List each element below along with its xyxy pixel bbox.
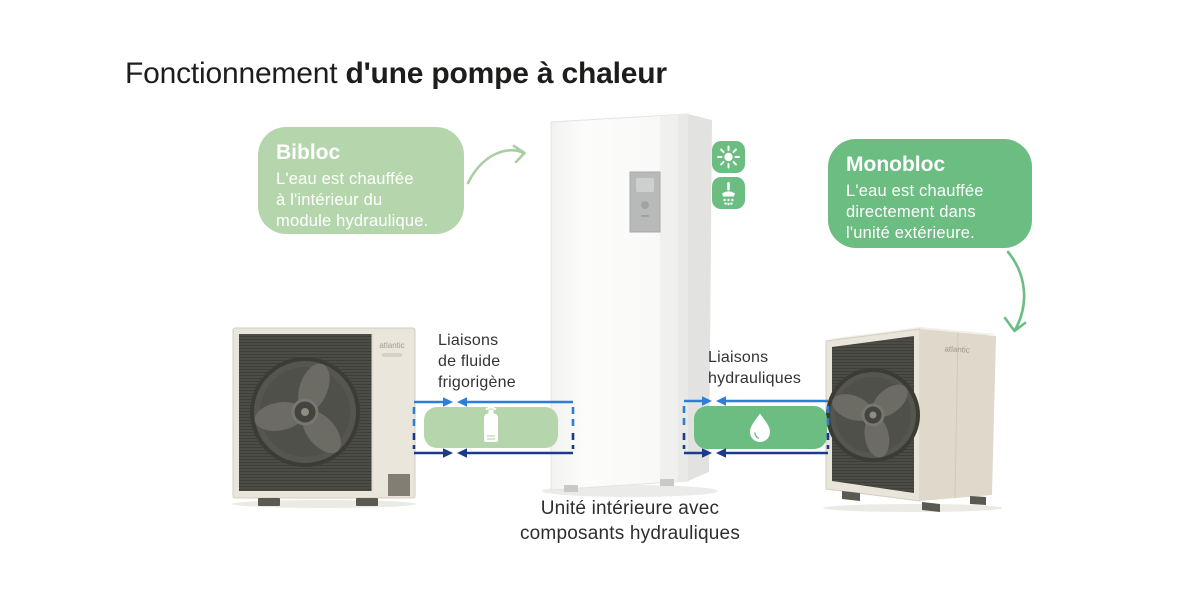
monobloc-title: Monobloc xyxy=(846,153,946,176)
hydraulic-block xyxy=(388,474,410,496)
title-regular: Fonctionnement xyxy=(125,57,346,90)
refrigerant-label: Liaisons de fluide frigorigène xyxy=(438,330,516,393)
refrigerant-label-line: frigorigène xyxy=(438,374,516,392)
outdoor-unit-right-image: atlantic xyxy=(823,327,1002,512)
side-panel xyxy=(372,334,412,491)
bibloc-line: module hydraulique. xyxy=(276,212,429,231)
dashed-circuit-border xyxy=(682,406,830,449)
control-panel xyxy=(629,171,661,233)
monobloc-line: L'eau est chauffée xyxy=(846,182,984,201)
monobloc-line: directement dans xyxy=(846,203,976,222)
refrigerant-label-line: de fluide xyxy=(438,353,501,371)
fan-icon xyxy=(250,357,360,467)
unit-foot xyxy=(564,485,578,492)
fan-icon xyxy=(826,368,920,462)
shower-icon xyxy=(722,182,735,206)
monobloc-arrow-icon xyxy=(1003,250,1027,333)
refrigerant-connection xyxy=(412,397,575,458)
sun-icon xyxy=(717,145,740,169)
hydraulic-label-line: hydrauliques xyxy=(708,370,802,388)
flow-arrow-supply xyxy=(414,397,573,407)
unit-foot xyxy=(970,496,986,505)
bibloc-line: à l'intérieur du xyxy=(276,191,383,210)
unit-foot xyxy=(258,498,280,506)
refrigerant-label-line: Liaisons xyxy=(438,332,499,349)
caption-line: composants hydrauliques xyxy=(519,522,741,544)
hot-water-feature-chip xyxy=(712,177,745,209)
indoor-unit-caption: Unité intérieure avec composants hydraul… xyxy=(470,497,790,546)
monobloc-line: l'unité extérieure. xyxy=(846,224,975,243)
flow-arrow-supply xyxy=(684,396,828,406)
flow-arrow-return xyxy=(414,448,573,458)
unit-foot xyxy=(922,502,940,512)
heating-feature-chip xyxy=(712,141,745,173)
outdoor-unit-left-image: atlantic xyxy=(232,327,416,508)
tower-side xyxy=(688,114,712,481)
tower-seam xyxy=(678,114,688,482)
hydraulic-label-line: Liaisons xyxy=(708,349,769,366)
unit-foot xyxy=(356,498,378,506)
side-panel xyxy=(920,329,996,501)
brand-subline xyxy=(382,353,402,357)
unit-foot xyxy=(660,479,674,486)
page-title: Fonctionnement d'une pompe à chaleur xyxy=(125,57,667,91)
gas-bottle-icon xyxy=(484,406,498,442)
unit-shadow xyxy=(823,504,1002,512)
indoor-unit-image xyxy=(542,113,718,497)
unit-foot xyxy=(842,491,860,501)
bibloc-arrow-icon xyxy=(466,144,526,185)
brand-logo: atlantic xyxy=(944,344,970,354)
bibloc-line: L'eau est chauffée xyxy=(276,170,414,189)
water-drop-icon xyxy=(750,413,770,442)
bibloc-title: Bibloc xyxy=(276,141,341,164)
flow-arrow-return xyxy=(684,448,828,458)
monobloc-callout: Monobloc L'eau est chauffée directement … xyxy=(828,139,1032,248)
title-bold: d'une pompe à chaleur xyxy=(345,57,667,90)
brand-logo: atlantic xyxy=(379,341,404,350)
dashed-circuit-border xyxy=(412,407,575,449)
hydraulic-connection xyxy=(682,396,830,458)
caption-line: Unité intérieure avec xyxy=(540,498,720,519)
bibloc-callout: Bibloc L'eau est chauffée à l'intérieur … xyxy=(258,127,464,234)
hydraulic-label: Liaisons hydrauliques xyxy=(708,347,801,389)
